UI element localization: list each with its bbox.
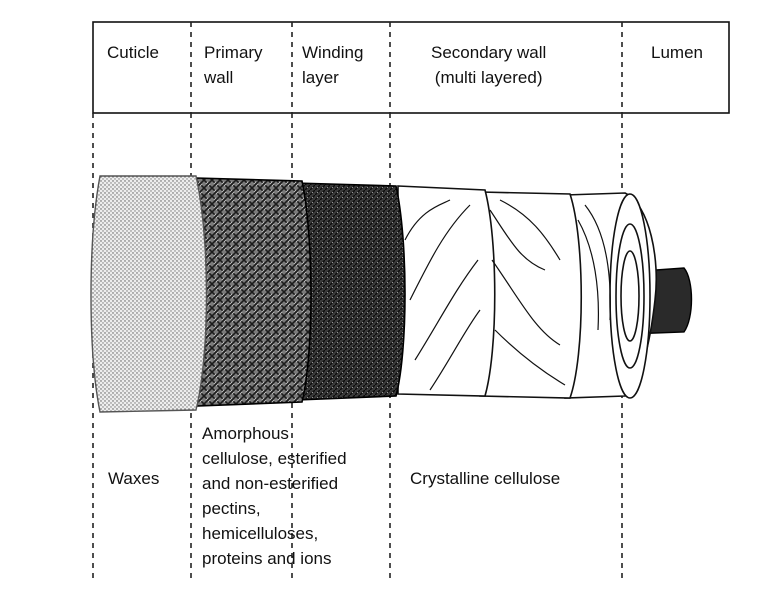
header-box [92, 21, 730, 114]
header-label-lumen: Lumen [651, 43, 703, 62]
secondary-wall-layers [397, 185, 658, 399]
composition-secondary-wall: Crystalline cellulose [410, 469, 561, 488]
cuticle-layer [90, 175, 208, 413]
header-label-cuticle: Cuticle [107, 43, 159, 62]
composition-cuticle: Waxes [108, 469, 160, 488]
header-label-winding-layer: Winding layer [302, 43, 364, 87]
winding-layer [294, 182, 406, 401]
header-label-secondary-wall: Secondary wall (multi layered) [431, 43, 547, 87]
composition-primary-wall: Amorphous cellulose, esterified and non-… [202, 424, 347, 568]
primary-wall-layer [195, 177, 312, 407]
header-label-primary-wall: Primary wall [204, 43, 263, 87]
